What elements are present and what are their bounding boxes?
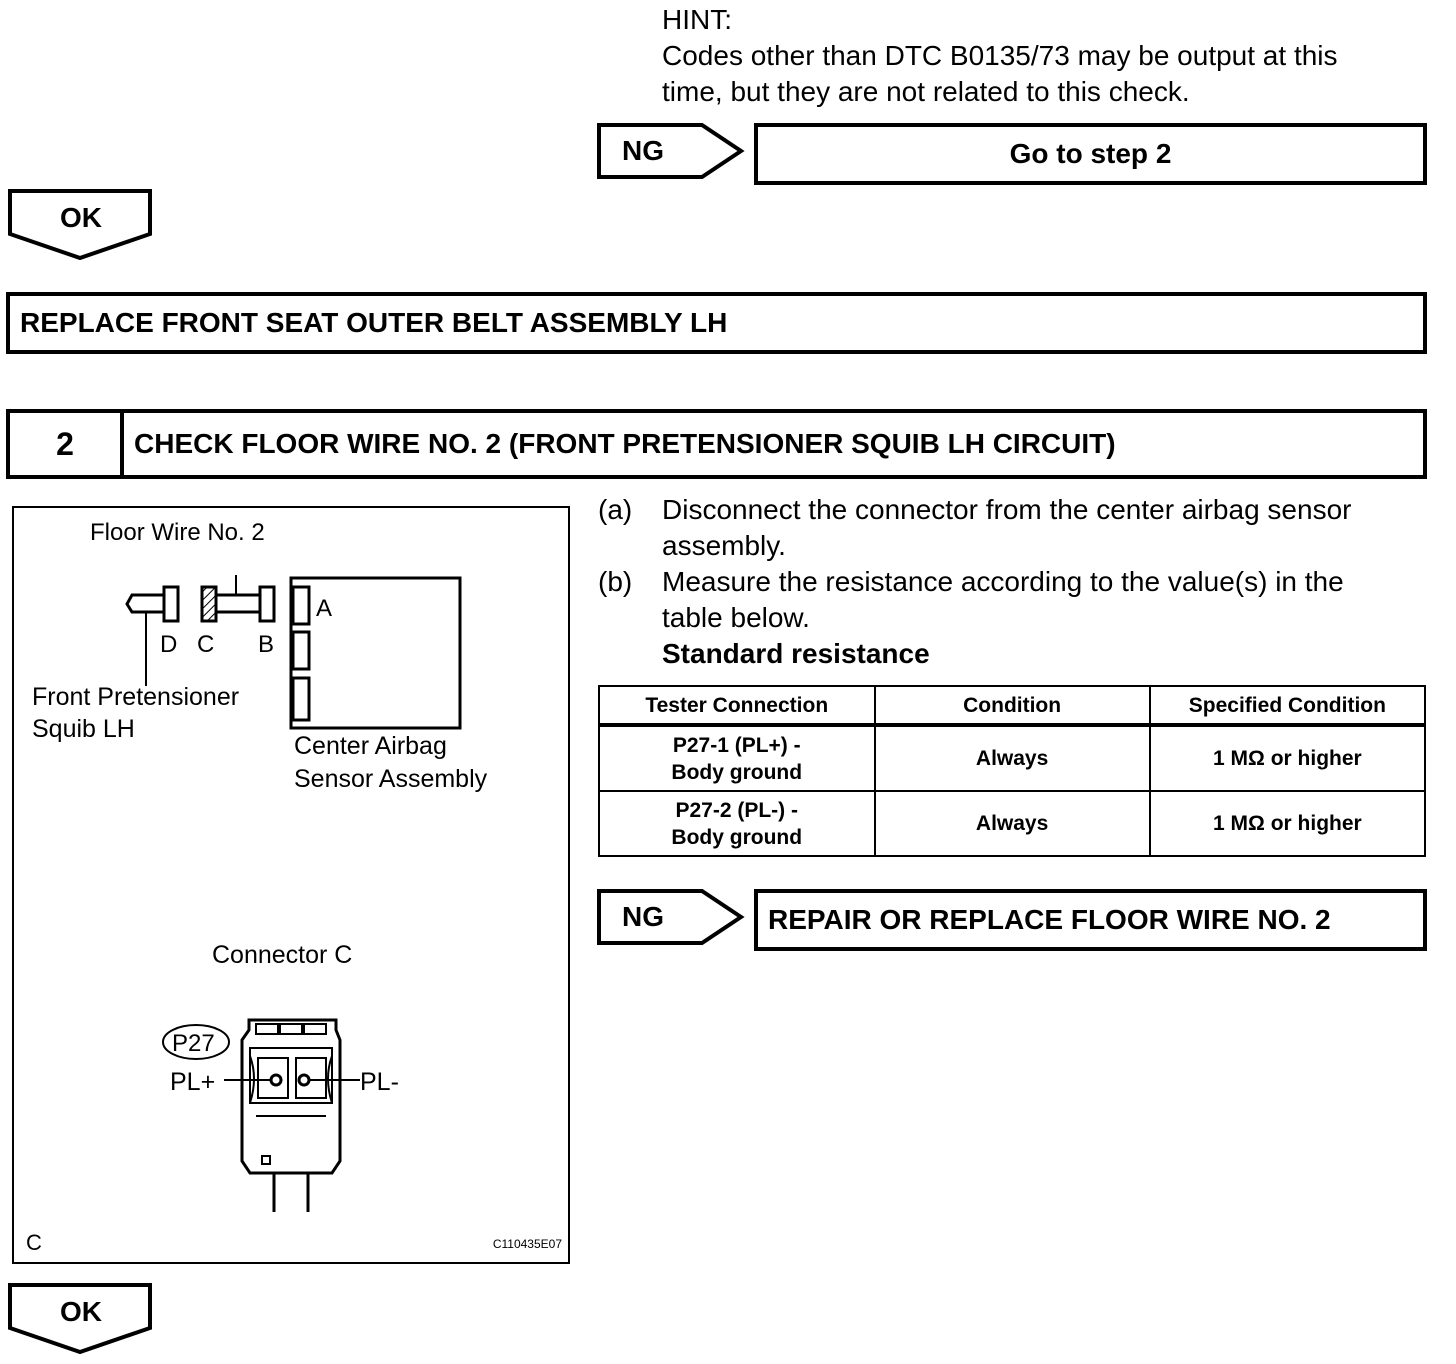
instruction-b-marker: (b) xyxy=(598,566,633,597)
pin-plus-label: PL+ xyxy=(170,1068,215,1096)
ok-badge-label: OK xyxy=(60,202,102,233)
step-2-header: 2 CHECK FLOOR WIRE NO. 2 (FRONT PRETENSI… xyxy=(6,409,1427,479)
connector-d-shape xyxy=(162,585,180,623)
ng-badge-label: NG xyxy=(622,901,664,932)
tester-connection-cell: P27-1 (PL+) - Body ground xyxy=(598,724,876,792)
connector-d-label: D xyxy=(160,631,177,658)
hint-line-2: time, but they are not related to this c… xyxy=(662,76,1190,107)
instruction-a-line-1: Disconnect the connector from the center… xyxy=(662,494,1352,525)
header-condition: Condition xyxy=(873,685,1151,727)
connector-a-label: A xyxy=(316,595,332,622)
tester-connection-line-2: Body ground xyxy=(671,760,803,784)
floor-wire-label: Floor Wire No. 2 xyxy=(90,519,265,546)
table-row: P27-1 (PL+) - Body ground Always 1 MΩ or… xyxy=(598,724,1427,792)
connector-c-face-view xyxy=(162,1018,360,1212)
instruction-b-line-1: Measure the resistance according to the … xyxy=(662,566,1344,597)
wiring-figure: Floor Wire No. 2 A D C B Front Pretensio… xyxy=(12,506,570,1264)
connector-c-label: C xyxy=(197,631,214,658)
squib-label-line-1: Front Pretensioner xyxy=(32,683,239,711)
replace-belt-box: REPLACE FRONT SEAT OUTER BELT ASSEMBLY L… xyxy=(6,292,1427,354)
connector-b-shape xyxy=(258,585,276,623)
tester-connection-line-1: P27-2 (PL-) - xyxy=(675,798,798,822)
connector-c-title: Connector C xyxy=(212,941,352,969)
header-specified-condition: Specified Condition xyxy=(1148,685,1427,727)
figure-id: C110435E07 xyxy=(493,1237,562,1251)
squib-plug-shape xyxy=(125,593,166,614)
wiring-diagram: Floor Wire No. 2 A D C B Front Pretensio… xyxy=(26,519,562,1255)
repair-floor-wire-label: REPAIR OR REPLACE FLOOR WIRE NO. 2 xyxy=(768,904,1331,935)
table-header-row: Tester Connection Condition Specified Co… xyxy=(598,685,1427,727)
header-tester-connection: Tester Connection xyxy=(598,685,876,727)
ok-arrow-badge xyxy=(8,189,152,261)
specified-condition-cell: 1 MΩ or higher xyxy=(1148,790,1427,857)
squib-label-line-2: Squib LH xyxy=(32,715,135,743)
hint-title: HINT: xyxy=(662,4,732,35)
instruction-a-marker: (a) xyxy=(598,494,633,525)
go-to-step-2-box[interactable]: Go to step 2 xyxy=(754,123,1427,185)
connector-code-ellipse xyxy=(162,1024,230,1060)
connector-code-label: P27 xyxy=(172,1030,215,1057)
sensor-connector-slot-3 xyxy=(291,676,311,722)
sensor-label-line-2: Sensor Assembly xyxy=(294,765,488,793)
connector-c-shape xyxy=(200,585,218,623)
step-divider xyxy=(120,413,124,475)
instruction-a-line-2: assembly. xyxy=(662,530,786,561)
ng-arrow-badge xyxy=(597,889,745,945)
ok-arrow-badge xyxy=(8,1283,152,1355)
pin-minus-label: PL- xyxy=(360,1068,399,1096)
ng-badge-label: NG xyxy=(622,135,664,166)
ok-badge-label: OK xyxy=(60,1296,102,1327)
ng-arrow-badge xyxy=(597,123,745,179)
tester-connection-cell: P27-2 (PL-) - Body ground xyxy=(598,790,876,857)
condition-cell: Always xyxy=(873,724,1151,792)
connector-b-label: B xyxy=(258,631,274,658)
tester-connection-line-2: Body ground xyxy=(671,825,803,849)
sensor-connector-slot-2 xyxy=(291,630,311,671)
table-row: P27-2 (PL-) - Body ground Always 1 MΩ or… xyxy=(598,790,1427,857)
sensor-label-line-1: Center Airbag xyxy=(294,732,447,760)
hint-line-1: Codes other than DTC B0135/73 may be out… xyxy=(662,40,1338,71)
step-title: CHECK FLOOR WIRE NO. 2 (FRONT PRETENSION… xyxy=(134,428,1116,459)
figure-corner-letter: C xyxy=(26,1230,42,1255)
replace-belt-label: REPLACE FRONT SEAT OUTER BELT ASSEMBLY L… xyxy=(20,307,728,338)
sensor-connector-slot-a xyxy=(291,585,311,626)
specified-condition-cell: 1 MΩ or higher xyxy=(1148,724,1427,792)
standard-resistance-heading: Standard resistance xyxy=(662,638,930,669)
repair-floor-wire-box[interactable]: REPAIR OR REPLACE FLOOR WIRE NO. 2 xyxy=(754,889,1427,951)
go-to-step-2-label: Go to step 2 xyxy=(1009,138,1172,169)
instruction-b-line-2: table below. xyxy=(662,602,810,633)
resistance-table: Tester Connection Condition Specified Co… xyxy=(598,685,1427,857)
condition-cell: Always xyxy=(873,790,1151,857)
tester-connection-line-1: P27-1 (PL+) - xyxy=(672,733,801,757)
center-airbag-sensor-body xyxy=(289,576,462,730)
step-number: 2 xyxy=(56,426,74,462)
